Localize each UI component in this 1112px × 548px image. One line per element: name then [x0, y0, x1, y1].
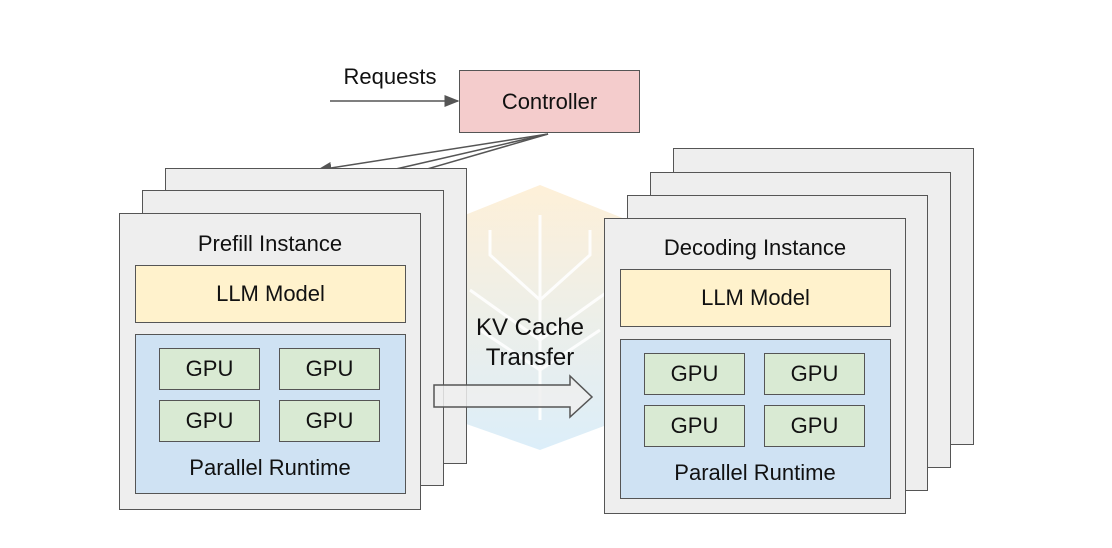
prefill-gpu-3: GPU: [159, 400, 260, 442]
controller-box: Controller: [459, 70, 640, 133]
decoding-llm-model-label: LLM Model: [701, 285, 810, 310]
decoding-instance: Decoding Instance LLM Model GPU GPU GPU …: [604, 218, 906, 514]
kv-transfer-label-line2: Transfer: [485, 344, 575, 371]
kv-transfer-label: KV Cache Transfer: [455, 313, 605, 373]
prefill-title: Prefill Instance: [197, 231, 343, 256]
decoding-llm-model: LLM Model: [620, 269, 891, 327]
prefill-llm-model-label: LLM Model: [216, 281, 325, 306]
decoding-runtime-label: Parallel Runtime: [674, 460, 836, 485]
kv-transfer-label-line1: KV Cache: [475, 314, 585, 341]
controller-label: Controller: [501, 88, 598, 114]
requests-label: Requests: [343, 64, 437, 89]
decoding-gpu-3: GPU: [644, 405, 745, 447]
controller-arrow-1: [316, 133, 549, 174]
decoding-gpu-4: GPU: [764, 405, 865, 447]
decoding-gpu-2: GPU: [764, 353, 865, 395]
prefill-parallel-runtime: GPU GPU GPU GPU Parallel Runtime: [135, 334, 406, 494]
prefill-gpu-2: GPU: [279, 348, 380, 390]
prefill-gpu-1: GPU: [159, 348, 260, 390]
decoding-parallel-runtime: GPU GPU GPU GPU Parallel Runtime: [620, 339, 891, 499]
prefill-gpu-4: GPU: [279, 400, 380, 442]
decoding-title: Decoding Instance: [663, 235, 847, 260]
prefill-llm-model: LLM Model: [135, 265, 406, 323]
prefill-instance: Prefill Instance LLM Model GPU GPU GPU G…: [119, 213, 421, 510]
decoding-gpu-1: GPU: [644, 353, 745, 395]
prefill-runtime-label: Parallel Runtime: [189, 455, 351, 480]
